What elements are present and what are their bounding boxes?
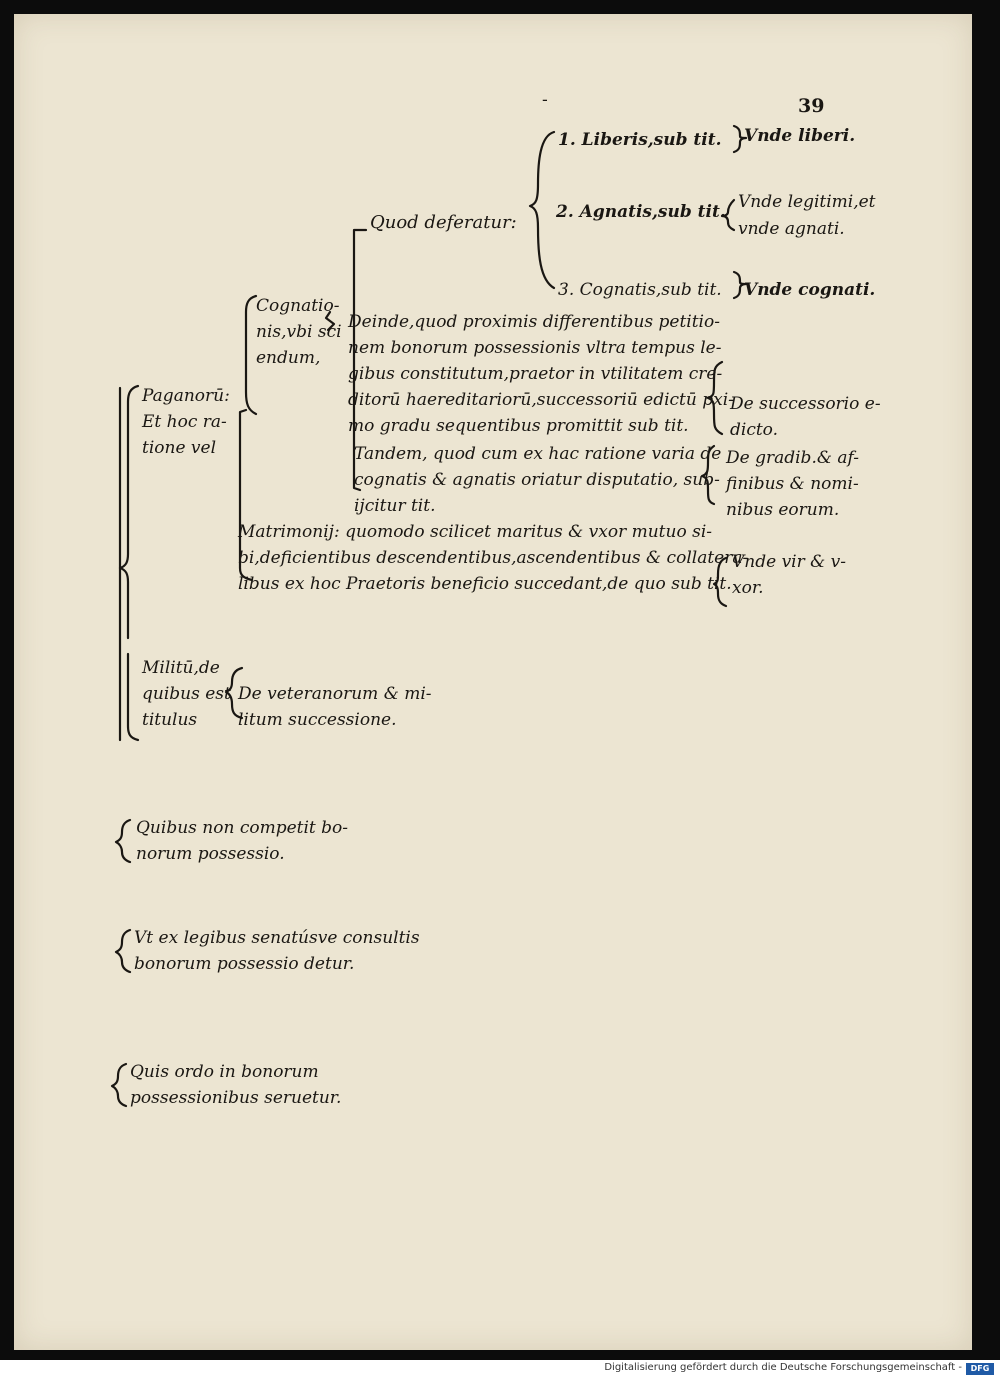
militum-line-1: Militū,de [142, 658, 220, 678]
de-veteranorum-line-2: litum successione. [238, 710, 397, 730]
cognatis-line: 3. Cognatis,sub tit. [558, 280, 722, 300]
book-page: 39 - 1. Liberis,sub tit. Vnde liberi. Qu… [14, 14, 972, 1350]
vt-ex-legibus-line-2: bonorum possessio detur. [134, 954, 355, 974]
militum-line-2: quibus est [142, 684, 231, 704]
quod-deferatur: Quod deferatur: [370, 212, 517, 233]
paganorum-line-1: Paganorū: [142, 386, 230, 406]
vnde-vir-line-1: Vnde vir & v- [732, 552, 847, 572]
agnatis-line: 2. Agnatis,sub tit. [556, 202, 726, 222]
bracket-lines [110, 124, 748, 1108]
vt-ex-legibus-line-1: Vt ex legibus senatúsve consultis [134, 928, 420, 948]
matrimonij-line-3: libus ex hoc Praetoris beneficio succeda… [238, 574, 732, 594]
tandem-line-3: ijcitur tit. [354, 496, 436, 516]
quis-ordo-line-2: possessionibus seruetur. [130, 1088, 342, 1108]
vnde-legitimi-line-1: Vnde legitimi,et [738, 192, 876, 212]
de-gradibus-line-3: nibus eorum. [726, 500, 840, 520]
de-gradibus-line-2: finibus & nomi- [726, 474, 859, 494]
page-number: 39 [798, 95, 825, 117]
deinde-line-5: mo gradu sequentibus promittit sub tit. [348, 416, 689, 436]
vnde-vir-line-2: xor. [732, 578, 764, 598]
vnde-cognati: Vnde cognati. [744, 280, 876, 300]
cognationis-line-2: nis,vbi sci [256, 322, 342, 342]
quibus-non-line-2: norum possessio. [136, 844, 285, 864]
de-successorio-line-2: dicto. [730, 420, 779, 440]
top-mark: - [542, 90, 548, 110]
dfg-logo-icon: DFG [966, 1363, 994, 1375]
de-gradibus-line-1: De gradib.& af- [726, 448, 859, 468]
cognationis-line-1: Cognatio- [256, 296, 340, 316]
vnde-liberi: Vnde liberi. [744, 126, 856, 146]
deinde-line-1: Deinde,quod proximis differentibus petit… [348, 312, 720, 332]
tandem-line-2: cognatis & agnatis oriatur disputatio, s… [354, 470, 720, 490]
de-successorio-line-1: De successorio e- [730, 394, 881, 414]
paganorum-line-3: tione vel [142, 438, 217, 458]
de-veteranorum-line-1: De veteranorum & mi- [238, 684, 432, 704]
quibus-non-line-1: Quibus non competit bo- [136, 818, 349, 838]
matrimonij-line-1: Matrimonij: quomodo scilicet maritus & v… [238, 522, 713, 542]
matrimonij-line-2: bi,deficientibus descendentibus,ascenden… [238, 548, 749, 568]
paganorum-line-2: Et hoc ra- [142, 412, 227, 432]
militum-line-3: titulus [142, 710, 198, 730]
deinde-line-4: ditorū haereditariorū,successoriū edictū… [348, 390, 734, 410]
quis-ordo-line-1: Quis ordo in bonorum [130, 1062, 319, 1082]
footer-bar: Digitalisierung gefördert durch die Deut… [0, 1360, 1000, 1378]
tandem-line-1: Tandem, quod cum ex hac ratione varia de [354, 444, 722, 464]
cognationis-line-3: endum, [256, 348, 321, 368]
deinde-line-3: gibus constitutum,praetor in vtilitatem … [348, 364, 723, 384]
vnde-legitimi-line-2: vnde agnati. [738, 219, 845, 239]
funding-notice: Digitalisierung gefördert durch die Deut… [604, 1362, 962, 1373]
liberis-line: 1. Liberis,sub tit. [558, 130, 722, 150]
deinde-line-2: nem bonorum possessionis vltra tempus le… [348, 338, 722, 358]
